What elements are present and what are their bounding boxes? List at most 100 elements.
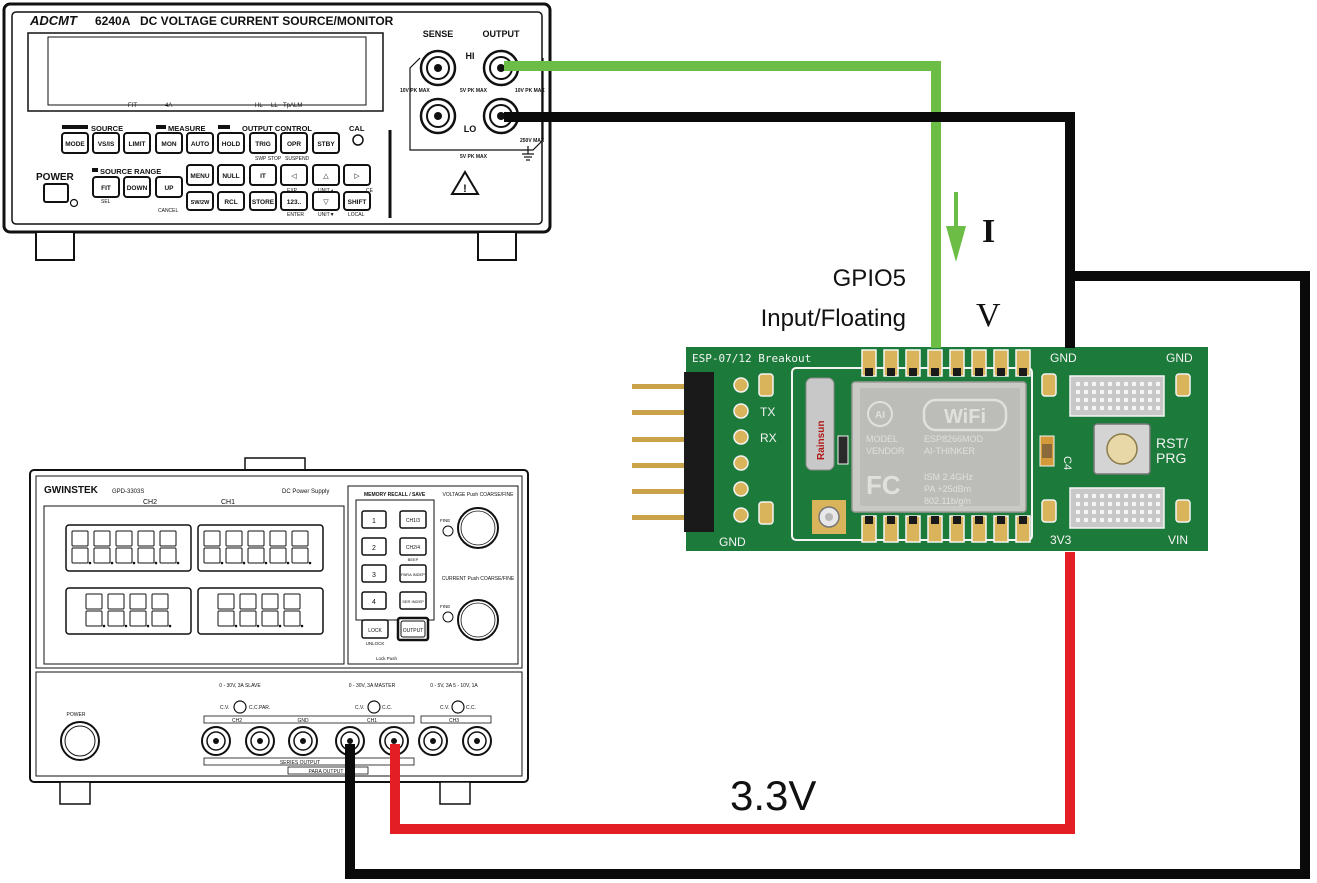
psu-beep-label: BEEP [408,557,419,562]
smu-key-stby[interactable]: STBY [312,132,340,154]
capacitor-label: C4 [1061,456,1073,470]
smu-sub-suspend: SUSPEND [285,156,310,162]
smu-key-limit[interactable]: LIMIT [123,132,151,154]
svg-text:STORE: STORE [252,199,275,206]
smu-power-label: POWER [36,172,75,183]
smu-key-shift[interactable]: SHIFT [343,191,371,211]
smu-key-down-arrow[interactable]: ▽ [312,191,340,211]
psu-key-ch13[interactable]: CH1/3 [399,510,427,529]
psu-voltage-knob-label: VOLTAGE Push COARSE/FINE [443,492,515,498]
smu-key-rcl[interactable]: RCL [217,191,245,211]
supply-voltage-label: 3.3V [730,772,816,819]
smu-key-hold[interactable]: HOLD [217,132,245,154]
module-pad [927,515,943,543]
smu-key-left[interactable]: ◁ [280,164,308,186]
psu-voltage-knob[interactable] [457,507,499,549]
psu-fine-label-bottom: FINE [440,604,450,609]
smu-key-menu[interactable]: MENU [186,164,214,186]
module-pad [993,349,1009,377]
smu-sense-hi-terminal[interactable] [419,49,457,87]
smu-sense-lo-terminal[interactable] [419,97,457,135]
svg-text:3: 3 [372,572,376,579]
smu-instrument: ADCMT 6240A DC VOLTAGE CURRENT SOURCE/MO… [2,2,552,261]
psu-current-knob[interactable] [457,599,499,641]
smu-output-hi-terminal[interactable] [482,49,520,87]
psu-key-ser-indep[interactable]: SER INDEP [399,591,427,610]
psu-term-group-ch3: CH3 [449,718,459,724]
pin-label-prg: PRG [1156,450,1186,466]
smu-key-right[interactable]: ▷ [343,164,371,186]
smd-component [837,435,849,465]
psu-ch2-pos-terminal[interactable] [245,726,275,756]
reset-button[interactable] [1093,423,1151,475]
smu-key-123[interactable]: 123.. [280,191,308,211]
psu-gnd-terminal[interactable] [288,726,318,756]
psu-para-output: PARA OUTPUT [309,769,344,775]
crystal: Rainsun [805,377,835,471]
fc-logo: FC [866,470,901,500]
svg-text:MON: MON [161,141,176,148]
psu-ch3-pos-terminal[interactable] [462,726,492,756]
smu-key-up-arrow[interactable]: △ [312,164,340,186]
pin-label-gnd-far-right: GND [1166,351,1193,365]
smu-sub-cancel: CANCEL [158,208,179,214]
svg-text:SHIFT: SHIFT [348,199,367,206]
psu-key-ch24[interactable]: CH2/4 [399,537,427,556]
psu-mem-key-1[interactable]: 1 [361,510,387,529]
gpio-label-line1: GPIO5 [833,265,906,292]
svg-text:123..: 123.. [287,199,302,206]
seven-segment-digit [217,593,238,628]
smu-key-store[interactable]: STORE [249,191,277,211]
psu-key-output[interactable]: OUTPUT [396,616,430,642]
smu-key-fit[interactable]: FIT [92,176,120,198]
svg-text:DOWN: DOWN [127,185,148,192]
seven-segment-digit [129,593,150,628]
smu-key-mode[interactable]: MODE [61,132,89,154]
psu-key-para-indep[interactable]: PARA INDEP [399,564,427,583]
warning-icon [450,170,480,195]
module-pad [905,515,921,543]
smu-key-up[interactable]: UP [155,176,183,198]
module-ism: ISM 2.4GHz [924,472,974,482]
smu-keys-row3: SW/2W RCL STORE 123.. ▽ SHIFT [186,191,371,211]
smu-key-it[interactable]: IT [249,164,277,186]
smu-sub-unit-down: UNIT▼ [318,212,335,218]
smu-key-opr[interactable]: OPR [280,132,308,154]
psu-fine-label-top: FINE [440,518,450,523]
svg-text:OUTPUT: OUTPUT [403,628,424,634]
psu-ch3-neg-terminal[interactable] [418,726,448,756]
seven-segment-digit [93,530,114,565]
seven-segment-digit [71,530,92,565]
smu-key-auto[interactable]: AUTO [186,132,214,154]
psu-mem-key-2[interactable]: 2 [361,537,387,556]
psu-ch2-neg-terminal[interactable] [201,726,231,756]
module-vendor: VENDOR [866,446,905,456]
svg-text:TRIG: TRIG [255,141,271,148]
smu-cal-button[interactable] [352,134,364,146]
green-wire [504,61,941,348]
svg-text:LOCK: LOCK [368,628,382,634]
smu-key-null[interactable]: NULL [217,164,245,186]
module-pad [971,515,987,543]
psu-mem-key-3[interactable]: 3 [361,564,387,583]
smu-power-switch[interactable] [43,183,69,203]
svg-text:HOLD: HOLD [222,141,241,148]
smu-key-vsis[interactable]: VS/IS [92,132,120,154]
smu-key-down[interactable]: DOWN [123,176,151,198]
psu-ch3-spec: 0 - 5V, 3A 5 - 10V, 1A [430,683,478,689]
smu-group-source-range: SOURCE RANGE [100,167,161,176]
psu-power-button[interactable] [60,721,100,761]
pin-label-gnd-top: GND [1050,351,1077,365]
psu-key-lock[interactable]: LOCK [361,619,389,639]
psu-mem-key-4[interactable]: 4 [361,591,387,610]
esp-module: AI WiFi MODEL VENDOR ESP8266MOD AI-THINK… [851,381,1027,513]
smu-key-mon[interactable]: MON [155,132,183,154]
smu-key-sw2w[interactable]: SW/2W [186,191,214,211]
psu-ch2-spec: 0 - 30V, 3A SLAVE [219,683,261,689]
seven-segment-digit [283,593,304,628]
smu-output-lo-terminal[interactable] [482,97,520,135]
psu-brand: GWINSTEK [44,485,99,496]
smu-key-trig[interactable]: TRIG [249,132,277,154]
seven-segment-digit [115,530,136,565]
esp-breakout-board: ESP-07/12 Breakout TX RX GND Rainsun AI [632,347,1208,551]
